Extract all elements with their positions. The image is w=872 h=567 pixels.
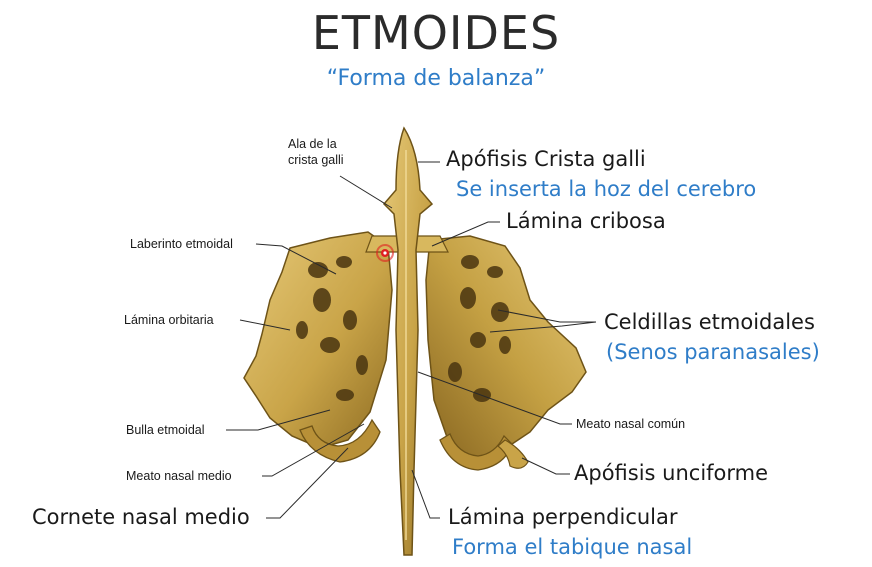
red-circle-cursor-icon <box>376 244 394 262</box>
label-apofisis-crista-galli: Apófisis Crista galli <box>446 147 646 171</box>
label-cornete-nasal-medio: Cornete nasal medio <box>32 505 250 529</box>
leader-lamina-orbitaria <box>239 319 291 331</box>
label-meato-nasal-comun: Meato nasal común <box>576 417 686 431</box>
label-tabique-nasal: Forma el tabique nasal <box>452 535 693 559</box>
left-middle-concha <box>299 418 381 463</box>
label-bulla-etmoidal: Bulla etmoidal <box>126 423 205 437</box>
leader-lamina-cribosa <box>431 221 500 247</box>
leader-laberinto <box>255 243 337 275</box>
label-apofisis-unciforme: Apófisis unciforme <box>574 461 769 485</box>
leader-meato-comun <box>417 371 572 425</box>
label-laberinto-etmoidal: Laberinto etmoidal <box>130 237 233 251</box>
leader-celdillas-2 <box>489 321 597 333</box>
label-lamina-orbitaria: Lámina orbitaria <box>124 313 214 327</box>
leader-ala-crista <box>339 175 393 209</box>
label-ala-crista-galli: Ala de la crista galli <box>288 137 344 167</box>
leader-lamina-perpendicular <box>411 469 440 519</box>
label-lamina-perpendicular: Lámina perpendicular <box>448 505 678 529</box>
leader-celdillas-1 <box>497 309 596 323</box>
perpendicular-plate <box>382 126 434 556</box>
leader-unciforme <box>521 457 570 475</box>
leader-cornete-medio <box>266 447 349 519</box>
label-senos-paranasales: (Senos paranasales) <box>606 340 820 364</box>
uncinate-process <box>497 439 529 469</box>
label-hoz-cerebro: Se inserta la hoz del cerebro <box>456 177 757 201</box>
label-lamina-cribosa: Lámina cribosa <box>506 209 666 233</box>
leader-meato-medio <box>262 423 365 477</box>
label-meato-nasal-medio: Meato nasal medio <box>126 469 232 483</box>
label-celdillas-etmoidales: Celdillas etmoidales <box>604 310 815 334</box>
leader-bulla <box>226 409 331 431</box>
page-subtitle: “Forma de balanza” <box>326 66 546 91</box>
right-middle-concha <box>439 433 513 471</box>
page-title: ETMOIDES <box>311 6 561 60</box>
